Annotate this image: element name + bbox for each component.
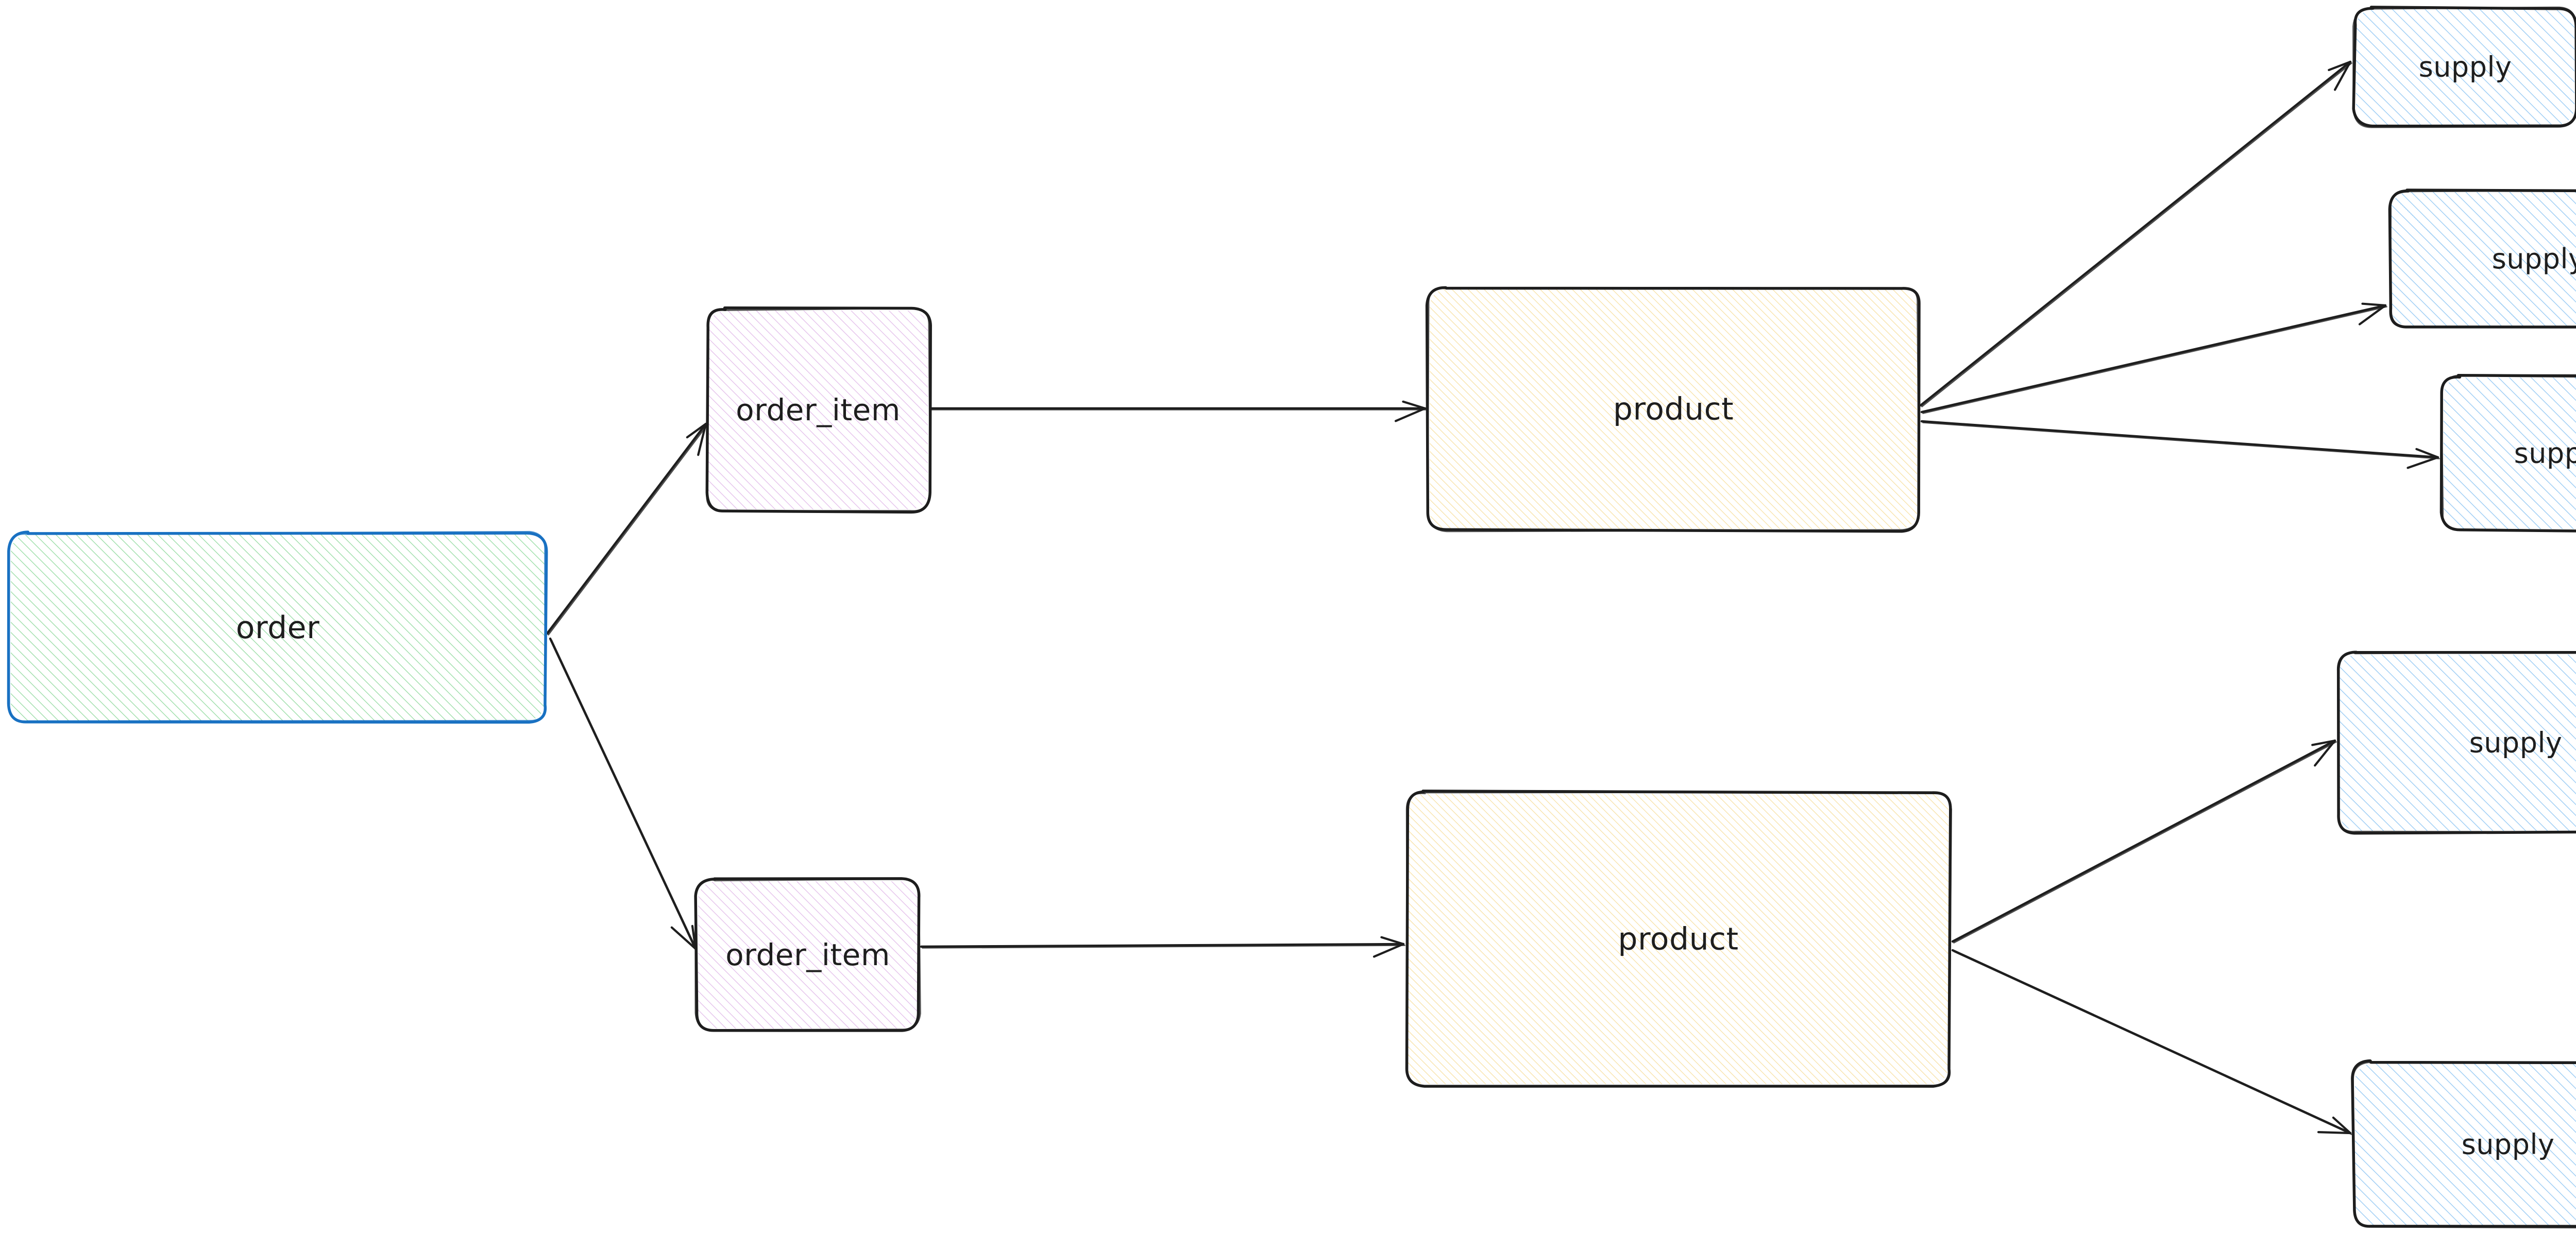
- node-product_top[interactable]: product: [1425, 286, 1921, 533]
- edge-line: [1922, 306, 2387, 414]
- node-label-supply_1: supply: [2419, 51, 2512, 83]
- node-label-order: order: [236, 610, 320, 646]
- node-label-product_top: product: [1613, 391, 1734, 427]
- node-supply_1[interactable]: supply: [2352, 6, 2576, 128]
- edge-e8[interactable]: [1951, 739, 2337, 944]
- node-order_item_top[interactable]: order_item: [705, 306, 932, 514]
- edge-e3[interactable]: [929, 400, 1427, 422]
- node-fill: [2444, 378, 2576, 529]
- node-outline: [1427, 287, 1920, 533]
- arrow-head-stroke: [2311, 739, 2336, 746]
- arrow-head-stroke: [1380, 936, 1405, 946]
- node-label-supply_3: supply: [2514, 437, 2576, 470]
- node-fill: [1408, 794, 1948, 1084]
- node-outline: [694, 878, 921, 1031]
- edge-line: [546, 422, 707, 635]
- edge-e1[interactable]: [546, 422, 708, 636]
- arrow-head-stroke: [2361, 302, 2387, 307]
- edge-e9[interactable]: [1951, 949, 2352, 1135]
- edge-line: [1921, 62, 2352, 407]
- edge-line: [1953, 951, 2352, 1135]
- node-label-product_bottom: product: [1618, 921, 1738, 957]
- node-outline: [7, 530, 546, 722]
- node-label-order_item_bottom: order_item: [725, 937, 890, 972]
- node-label-supply_5: supply: [2462, 1128, 2555, 1161]
- edge-line: [1922, 422, 2440, 459]
- arrow-head-stroke: [2328, 60, 2352, 71]
- node-outline: [2337, 651, 2576, 833]
- edge-line: [1920, 420, 2439, 459]
- node-fill: [11, 535, 545, 721]
- arrow-head-stroke: [686, 422, 707, 439]
- arrow-head-stroke: [2358, 304, 2387, 326]
- edge-line: [920, 943, 1405, 948]
- nodes-layer: orderorder_itemorder_itemproductproducts…: [7, 6, 2576, 1229]
- node-supply_3[interactable]: supply: [2439, 373, 2576, 533]
- node-fill: [698, 881, 918, 1029]
- node-fill: [2391, 192, 2576, 326]
- node-label-supply_2: supply: [2492, 243, 2576, 275]
- node-outline: [2441, 374, 2576, 532]
- edge-e6[interactable]: [1920, 302, 2387, 414]
- node-outline: [1405, 791, 1952, 1088]
- edge-line: [922, 945, 1405, 949]
- edge-line: [551, 639, 698, 951]
- node-outline: [2351, 1059, 2576, 1228]
- arrow-head-stroke: [1372, 943, 1405, 958]
- node-fill: [708, 311, 928, 509]
- node-supply_4[interactable]: supply: [2336, 650, 2576, 835]
- edge-line: [1951, 739, 2336, 943]
- arrow-head-stroke: [697, 422, 707, 456]
- arrow-head-stroke: [2415, 448, 2439, 459]
- node-fill: [2355, 1064, 2576, 1225]
- node-supply_5[interactable]: supply: [2351, 1059, 2576, 1229]
- arrow-head-stroke: [2334, 60, 2352, 91]
- edge-e2[interactable]: [549, 637, 698, 951]
- arrow-head-stroke: [2332, 1116, 2352, 1135]
- node-product_bottom[interactable]: product: [1405, 790, 1952, 1088]
- arrow-head-stroke: [2317, 1131, 2352, 1135]
- node-order[interactable]: order: [7, 530, 548, 724]
- edges-layer: [546, 60, 2440, 1135]
- arrow-head-stroke: [1402, 400, 1427, 410]
- arrow-head-stroke: [670, 926, 697, 950]
- edge-e4[interactable]: [920, 936, 1405, 958]
- node-fill: [2340, 655, 2576, 831]
- edge-line: [1919, 60, 2352, 407]
- node-fill: [2356, 9, 2574, 125]
- node-outline: [2352, 1061, 2576, 1229]
- node-label-supply_4: supply: [2469, 727, 2563, 759]
- edge-line: [1920, 304, 2387, 414]
- arrow-head-stroke: [2314, 739, 2336, 767]
- arrow-head-stroke: [2406, 456, 2439, 469]
- edge-line: [1953, 741, 2337, 944]
- arrow-head-stroke: [1394, 407, 1427, 422]
- node-supply_2[interactable]: supply: [2388, 189, 2576, 329]
- node-outline: [2352, 6, 2576, 128]
- edge-line: [548, 424, 708, 636]
- edge-e7[interactable]: [1920, 420, 2440, 469]
- node-label-order_item_top: order_item: [736, 392, 901, 427]
- node-order_item_bottom[interactable]: order_item: [694, 877, 921, 1032]
- node-fill: [1430, 289, 1917, 529]
- node-outline: [2389, 190, 2576, 328]
- node-outline: [706, 307, 931, 512]
- edge-e5[interactable]: [1919, 60, 2352, 407]
